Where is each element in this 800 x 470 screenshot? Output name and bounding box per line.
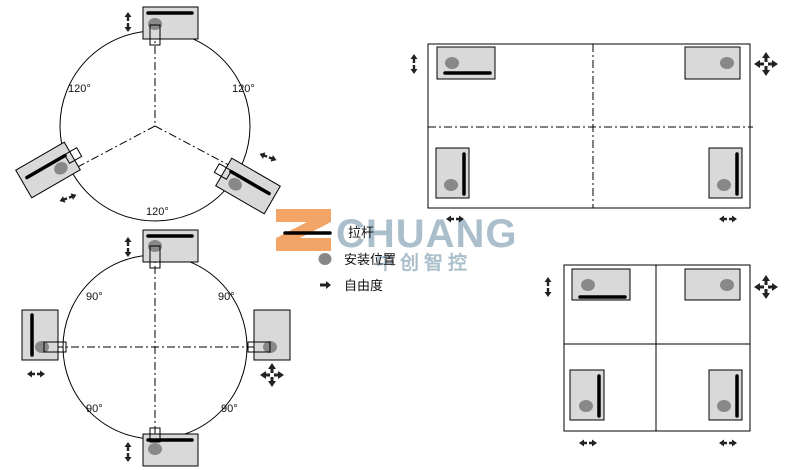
pull-rod xyxy=(229,169,271,196)
mount-position xyxy=(720,279,734,291)
legend-rod-label: 拉杆 xyxy=(348,226,374,241)
angle-label: 90° xyxy=(86,403,103,415)
device-unit xyxy=(142,6,199,46)
device-unit xyxy=(142,427,199,467)
dof-arrow xyxy=(260,363,284,387)
mount-position xyxy=(717,179,731,191)
device-unit xyxy=(708,147,743,199)
angle-label: 120° xyxy=(68,83,91,95)
legend-mount-swatch xyxy=(318,253,332,265)
dof-arrow xyxy=(719,439,737,447)
dof-arrow xyxy=(579,439,597,447)
mount-position xyxy=(444,179,458,191)
device-unit xyxy=(435,147,470,199)
angle-label: 90° xyxy=(86,291,103,303)
device-unit xyxy=(247,309,291,361)
logo-chinese-name: 中创智控 xyxy=(376,251,472,274)
device-unit xyxy=(569,369,605,421)
mount-position xyxy=(579,400,593,412)
dof-arrow xyxy=(27,370,45,378)
angle-label: 120° xyxy=(232,83,255,95)
mount-position xyxy=(720,57,734,69)
dof-arrow xyxy=(754,275,778,299)
angle-label: 90° xyxy=(218,291,235,303)
logo-mark xyxy=(276,209,331,251)
legend-dof-label: 自由度 xyxy=(344,278,383,294)
three-unit-layout: 120° 120° 120° xyxy=(15,6,281,222)
watermark-logo: CHUANG 中创智控 xyxy=(276,209,518,274)
mount-position xyxy=(228,178,242,191)
four-unit-layout: 90° 90° 90° 90° xyxy=(21,229,291,467)
pull-rod xyxy=(25,153,67,180)
device-unit xyxy=(213,157,281,215)
dof-arrow xyxy=(410,54,418,74)
dof-arrow xyxy=(124,237,132,257)
mount-position xyxy=(35,341,49,353)
legend-dof-swatch xyxy=(320,281,331,289)
device-unit xyxy=(436,46,496,80)
mount-position xyxy=(717,400,731,412)
mount-position xyxy=(54,162,68,175)
device-unit xyxy=(142,229,199,269)
dof-arrow xyxy=(124,442,132,462)
device-unit xyxy=(15,141,83,199)
legend: 拉杆 安装位置 自由度 xyxy=(283,226,396,294)
mount-position xyxy=(148,443,162,455)
axis-line xyxy=(154,125,239,171)
device-unit xyxy=(684,268,741,301)
mount-position xyxy=(581,279,595,291)
device-unit xyxy=(684,46,741,80)
axis-line xyxy=(71,125,156,171)
dof-arrow xyxy=(719,215,737,223)
angle-label: 120° xyxy=(146,206,169,218)
device-unit xyxy=(571,268,631,301)
device-unit xyxy=(21,309,67,361)
dof-arrow xyxy=(544,277,552,297)
rect-layout-wide xyxy=(410,43,778,223)
mount-position xyxy=(148,18,162,30)
dof-arrow xyxy=(258,150,278,164)
angle-label: 90° xyxy=(221,403,238,415)
dof-arrow xyxy=(754,52,778,76)
dof-arrow xyxy=(58,191,78,205)
rect-layout-square xyxy=(544,264,778,447)
device-unit xyxy=(708,369,743,421)
mount-position xyxy=(445,57,459,69)
dof-arrow xyxy=(124,12,132,32)
logo-wordmark: CHUANG xyxy=(336,212,518,256)
legend-mount-label: 安装位置 xyxy=(344,253,396,268)
